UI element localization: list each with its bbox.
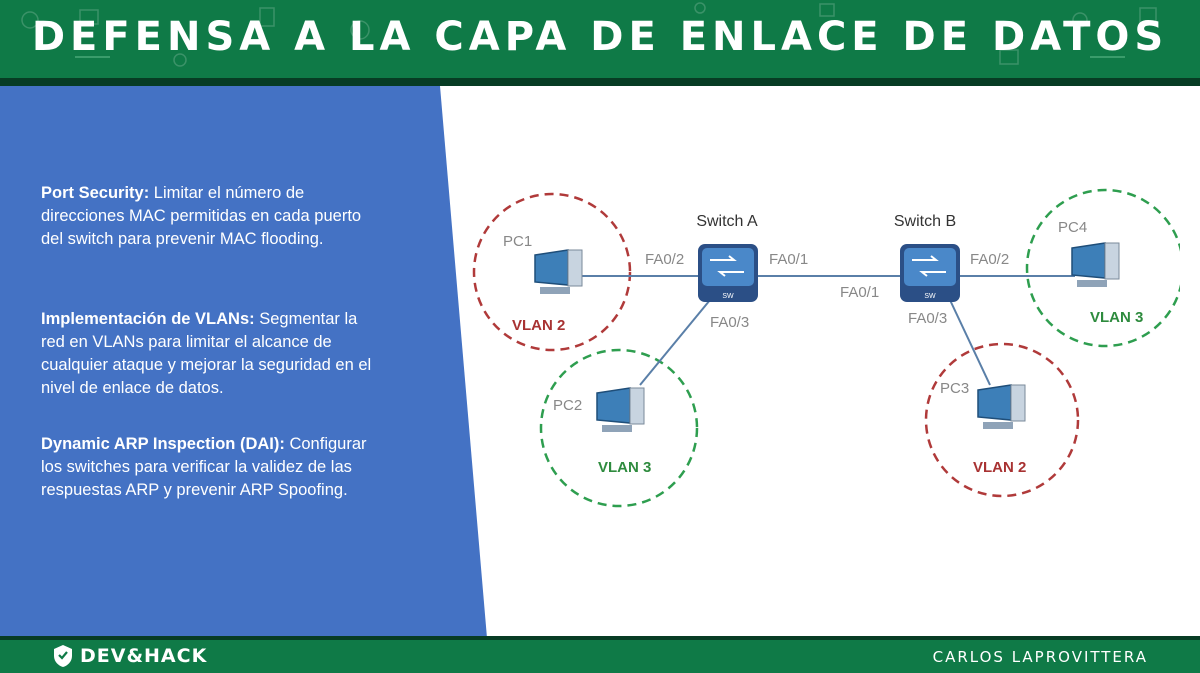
link-switch-a-pc2 (639, 299, 711, 386)
header-banner: DEFENSA A LA CAPA DE ENLACE DE DATOS (0, 0, 1200, 82)
brand-name: DEV&HACK (80, 645, 208, 667)
port-a-fa02: FA0/2 (645, 251, 684, 268)
link-switch-b-pc3 (949, 299, 991, 386)
vlan-circle-pc2 (539, 348, 699, 508)
port-b-fa02: FA0/2 (970, 251, 1009, 268)
point-body: Configurar los switches para verificar l… (41, 435, 367, 499)
vlan-circle-pc3 (924, 342, 1080, 498)
author-name: CARLOS LAPROVITTERA (932, 648, 1148, 666)
pc4-label: PC4 (1058, 219, 1087, 236)
vlan-label-pc3: VLAN 2 (973, 459, 1026, 476)
point-vlans: Implementación de VLANs: Segmentar la re… (41, 308, 381, 400)
point-body: Limitar el número de direcciones MAC per… (41, 184, 362, 248)
switch-a-tag: SW (722, 293, 734, 300)
header-pattern (21, 2, 1157, 67)
pc1-label: PC1 (503, 233, 532, 250)
vlan-label-pc4: VLAN 3 (1090, 309, 1143, 326)
network-diagram: SW SW Switch A Switch B PC1 PC2 PC3 PC4 (472, 188, 1180, 508)
port-a-fa01: FA0/1 (769, 251, 808, 268)
port-b-fa03: FA0/3 (908, 310, 947, 327)
point-port-security: Port Security: Limitar el número de dire… (41, 182, 381, 251)
blue-panel (0, 86, 487, 638)
port-a-fa03: FA0/3 (710, 314, 749, 331)
switch-b-label: Switch B (894, 213, 956, 230)
vlan-label-pc1: VLAN 2 (512, 317, 565, 334)
vlan-circle-pc1 (472, 192, 632, 352)
title-decoration-right (1090, 56, 1125, 58)
footer-divider (0, 636, 1200, 640)
network-links (580, 275, 1075, 386)
pc4-icon (1071, 242, 1120, 287)
point-dai: Dynamic ARP Inspection (DAI): Configurar… (41, 433, 381, 502)
vlan-label-pc2: VLAN 3 (598, 459, 651, 476)
point-heading: Port Security: (41, 184, 150, 202)
brand-logo: DEV&HACK (52, 644, 207, 668)
content-panel (0, 86, 487, 638)
slide-title: DEFENSA A LA CAPA DE ENLACE DE DATOS (31, 14, 1169, 60)
pc2-icon (596, 387, 645, 432)
pc1-icon (534, 249, 583, 294)
pc2-label: PC2 (553, 397, 582, 414)
footer-banner: DEV&HACK CARLOS LAPROVITTERA (0, 636, 1200, 673)
port-b-fa01: FA0/1 (840, 284, 879, 301)
vlan-circle-pc4 (1025, 188, 1180, 348)
title-decoration-left (75, 56, 110, 58)
switch-a-label: Switch A (696, 213, 758, 230)
point-body: Segmentar la red en VLANs para limitar e… (41, 310, 372, 397)
pc3-label: PC3 (940, 380, 969, 397)
shield-icon (54, 645, 72, 667)
switch-b-icon: SW (900, 244, 960, 302)
switch-a-icon: SW (698, 244, 758, 302)
switch-b-tag: SW (924, 293, 936, 300)
point-heading: Dynamic ARP Inspection (DAI): (41, 435, 285, 453)
point-heading: Implementación de VLANs: (41, 310, 255, 328)
header-divider (0, 78, 1200, 86)
pc3-icon (977, 384, 1026, 429)
